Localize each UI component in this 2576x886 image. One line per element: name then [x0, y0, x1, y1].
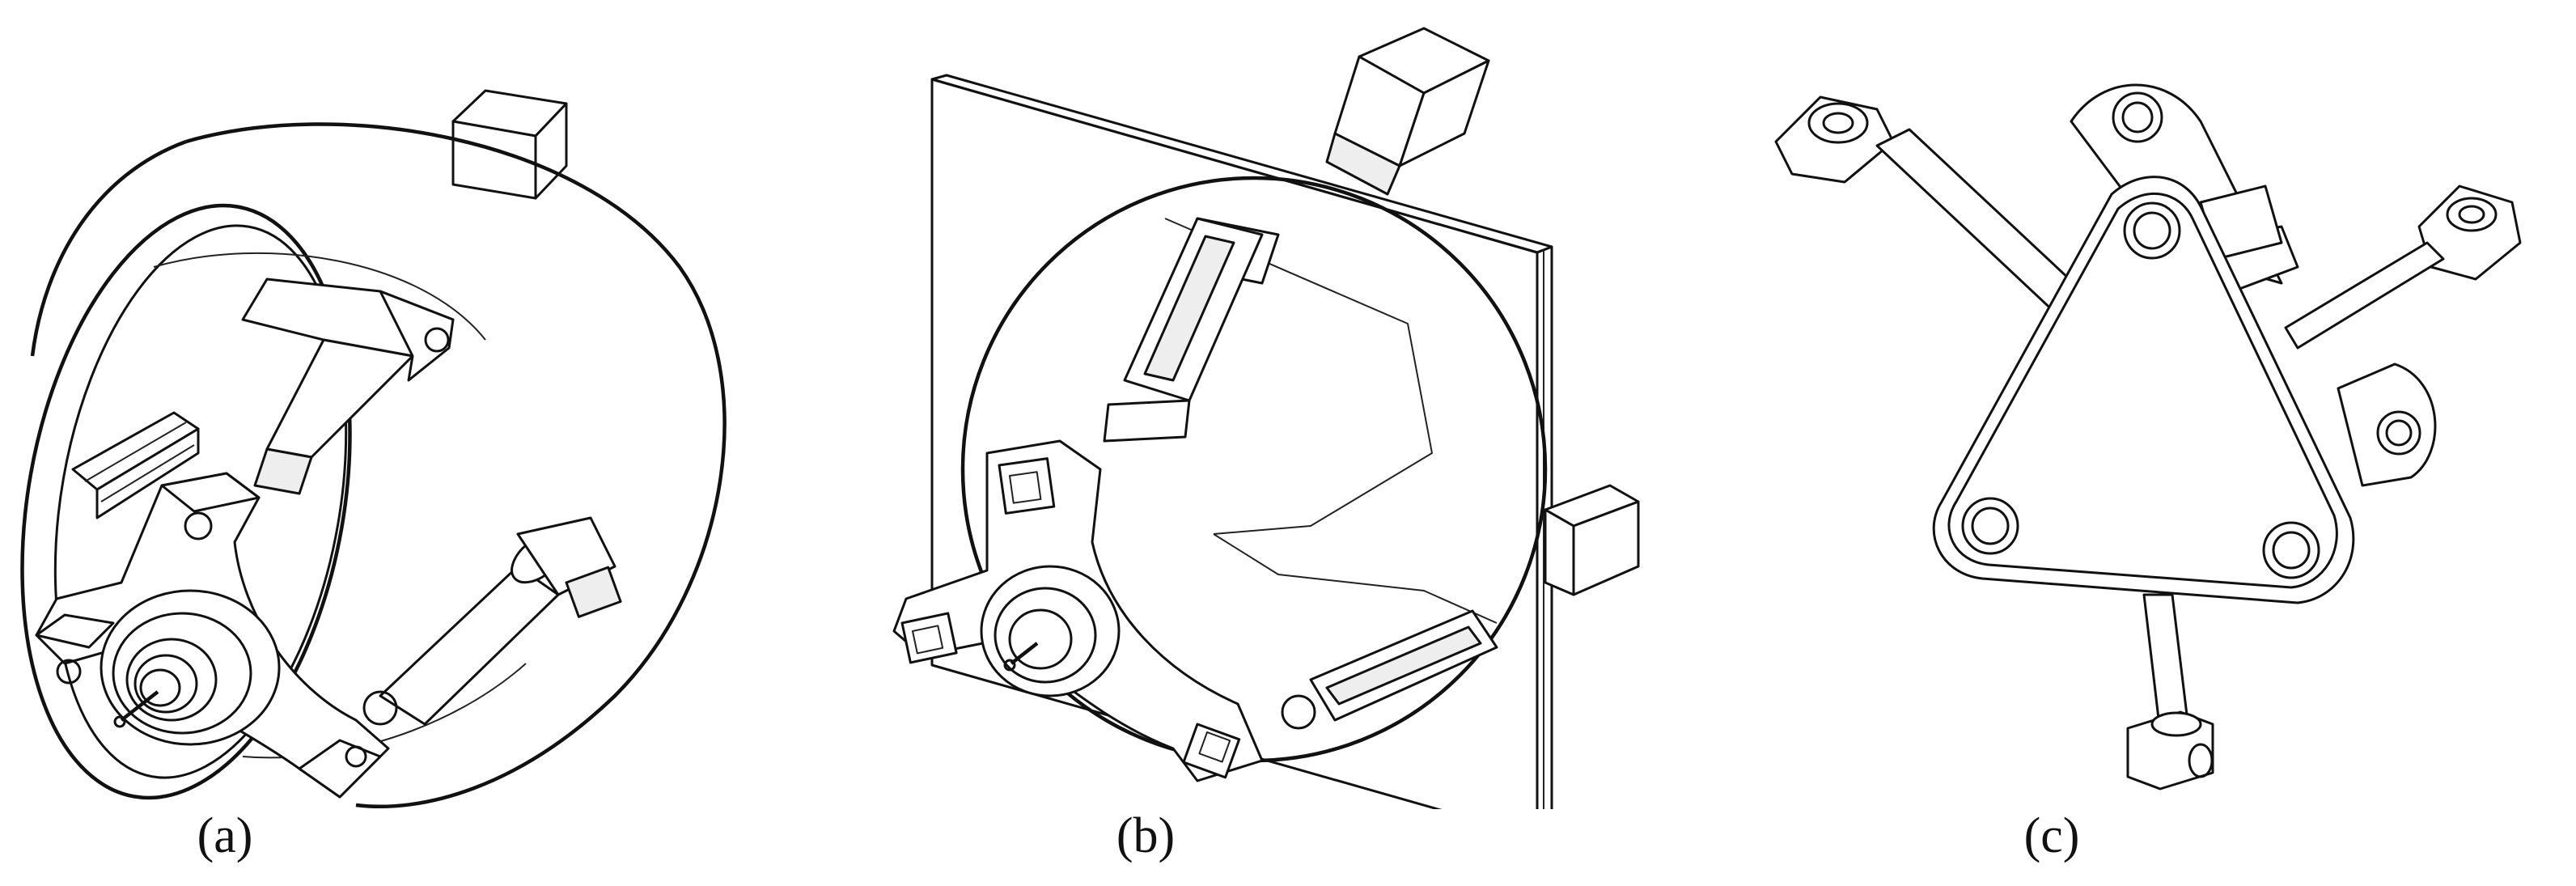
panel-a-drawing: [20, 89, 727, 809]
caption-b: (b): [1116, 808, 1176, 863]
caption-c: (c): [2023, 808, 2080, 863]
panel-b: (b): [858, 0, 1715, 886]
panel-a: (a): [0, 0, 858, 886]
panel-b-upper-leg: [1103, 217, 1280, 443]
panel-b-plate: [930, 74, 1553, 809]
panel-a-upper-leg: [241, 278, 455, 495]
panel-c: (c): [1715, 0, 2576, 886]
panel-a-spindle: [100, 589, 281, 746]
panel-b-drawing: [892, 27, 1640, 809]
panel-c-platform: [1932, 176, 2355, 604]
panel-b-right-actuator: [1544, 484, 1640, 596]
panel-b-spindle: [980, 565, 1121, 697]
panel-b-top-actuator: [1325, 27, 1490, 196]
panel-b-right-leg: [1281, 609, 1498, 730]
panel-a-top-mount: [451, 89, 568, 200]
panel-c-leg-right: [2284, 184, 2522, 350]
caption-a: (a): [197, 808, 253, 863]
panel-c-leg-bottom: [2126, 593, 2214, 791]
panel-a-drum: [20, 122, 727, 809]
panel-a-right-leg: [362, 516, 622, 726]
panel-c-leg-top-left: [1774, 95, 2097, 329]
panel-c-rear-lobe: [2337, 362, 2437, 487]
panel-c-drawing: [1774, 83, 2522, 791]
panel-a-left-leg: [71, 411, 200, 519]
